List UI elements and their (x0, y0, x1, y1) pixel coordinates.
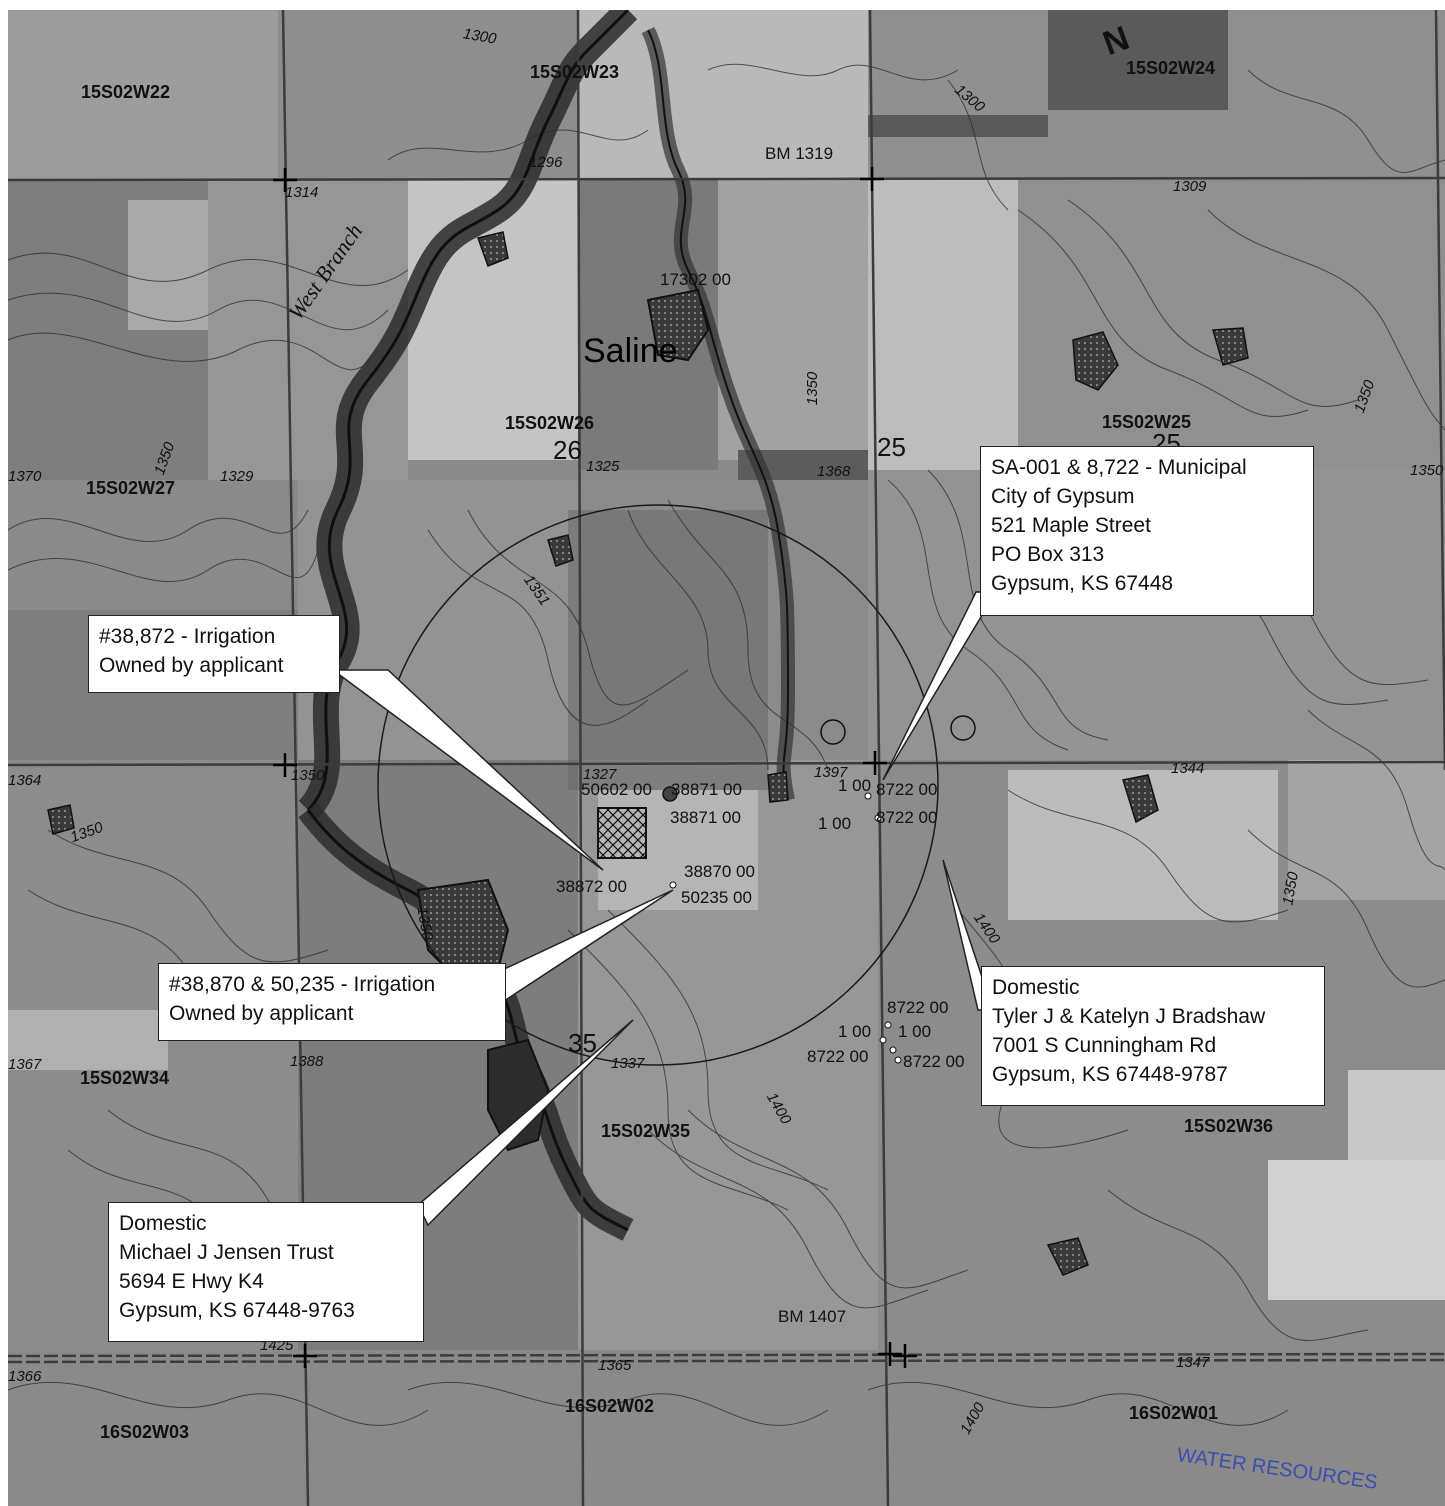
elevation-label: 1327 (583, 766, 617, 783)
elevation-label: 1367 (8, 1056, 42, 1073)
callout-irrigation-38870: #38,870 & 50,235 - Irrigation Owned by a… (158, 963, 506, 1041)
callout-line: City of Gypsum (991, 485, 1135, 508)
elevation-label: 1365 (598, 1357, 632, 1374)
section-label: 16S02W03 (100, 1422, 190, 1442)
well-label: 8722 00 (876, 808, 938, 827)
section-label: 15S02W26 (505, 413, 595, 433)
callout-line: SA-001 & 8,722 - Municipal (991, 456, 1247, 479)
elevation-label: 1366 (8, 1368, 42, 1385)
callout-line: Gypsum, KS 67448-9787 (992, 1063, 1228, 1086)
callout-line: Owned by applicant (99, 654, 284, 677)
elevation-label: 1397 (814, 764, 848, 781)
well-label: 8722 00 (903, 1052, 965, 1071)
callout-domestic-jensen: Domestic Michael J Jensen Trust 5694 E H… (108, 1202, 424, 1342)
section-label: 15S02W34 (80, 1068, 170, 1088)
section-label: 15S02W36 (1184, 1116, 1274, 1136)
elevation-label: 1344 (1171, 760, 1205, 777)
elevation-label: 1350 (804, 371, 822, 406)
well-label: 1 00 (818, 814, 852, 833)
section-label: 16S02W02 (565, 1396, 655, 1416)
well-label: 38871 00 (670, 808, 741, 827)
callout-irrigation-38872: #38,872 - Irrigation Owned by applicant (88, 615, 340, 693)
well-label: 50235 00 (681, 888, 752, 907)
section-label: 15S02W22 (81, 82, 171, 102)
callout-line: Tyler J & Katelyn J Bradshaw (992, 1005, 1266, 1028)
section-label: 16S02W01 (1129, 1403, 1219, 1423)
search-radius-circle (377, 504, 939, 1066)
elevation-label: 1350 (1410, 462, 1444, 479)
callout-line: #38,870 & 50,235 - Irrigation (169, 973, 436, 996)
section-label: 15S02W23 (530, 62, 620, 82)
elevation-label: 1296 (529, 154, 563, 171)
topo-map: Saline West Branch N 15S02W22 15S02W23 1… (8, 10, 1445, 1506)
elevation-label: 1388 (290, 1053, 324, 1070)
callout-line: Domestic (992, 976, 1080, 999)
callout-line: 521 Maple Street (991, 514, 1151, 537)
well-label: 38871 00 (671, 780, 742, 799)
well-label: 38872 00 (556, 877, 627, 896)
benchmark-label: BM 1319 (765, 144, 834, 163)
callout-line: 5694 E Hwy K4 (119, 1270, 264, 1293)
well-label: 1 00 (838, 1022, 872, 1041)
callout-municipal: SA-001 & 8,722 - Municipal City of Gypsu… (980, 446, 1314, 616)
section-label: 15S02W27 (86, 478, 176, 498)
well-markers (662, 715, 976, 1064)
callout-line: Domestic (119, 1212, 207, 1235)
applicant-parcel (597, 807, 647, 859)
callout-line: Gypsum, KS 67448 (991, 572, 1174, 595)
well-label: 1 00 (838, 776, 872, 795)
well-label: 17302 00 (660, 270, 731, 289)
elevation-label: 1309 (1173, 178, 1207, 195)
well-label: 1 00 (898, 1022, 932, 1041)
callout-line: Michael J Jensen Trust (119, 1241, 334, 1264)
well-label: 50602 00 (581, 780, 652, 799)
elevation-label: 1337 (611, 1055, 645, 1072)
place-name: Saline (583, 332, 678, 370)
callout-line: Gypsum, KS 67448-9763 (119, 1299, 355, 1322)
elevation-label: 1314 (285, 184, 319, 201)
section-number: 35 (568, 1028, 597, 1058)
well-label: 8722 00 (807, 1047, 869, 1066)
elevation-label: 1364 (8, 772, 42, 789)
callout-domestic-bradshaw: Domestic Tyler J & Katelyn J Bradshaw 70… (981, 966, 1325, 1106)
callout-line: 7001 S Cunningham Rd (992, 1034, 1217, 1057)
section-number: 26 (553, 435, 582, 465)
elevation-label: 1368 (817, 463, 851, 480)
section-label: 15S02W25 (1102, 412, 1192, 432)
ponds (47, 231, 1249, 1276)
callout-line: PO Box 313 (991, 543, 1105, 566)
callout-line: Owned by applicant (169, 1002, 354, 1025)
section-label: 15S02W35 (601, 1121, 691, 1141)
section-label: 15S02W24 (1126, 58, 1216, 78)
well-label: 8722 00 (876, 780, 938, 799)
elevation-label: 1329 (220, 468, 254, 485)
section-number: 25 (877, 432, 906, 462)
callout-line: #38,872 - Irrigation (99, 625, 276, 648)
elevation-label: 1347 (1176, 1354, 1210, 1371)
elevation-label: 1325 (586, 458, 620, 475)
elevation-label: 1370 (8, 468, 42, 485)
map-canvas (8, 10, 1445, 1506)
west-branch-creek (298, 10, 796, 1241)
well-label: 38870 00 (684, 862, 755, 881)
well-label: 8722 00 (887, 998, 949, 1017)
benchmark-label: BM 1407 (778, 1307, 847, 1326)
elevation-label: 1350 (291, 767, 325, 784)
section-corners (273, 167, 917, 1368)
